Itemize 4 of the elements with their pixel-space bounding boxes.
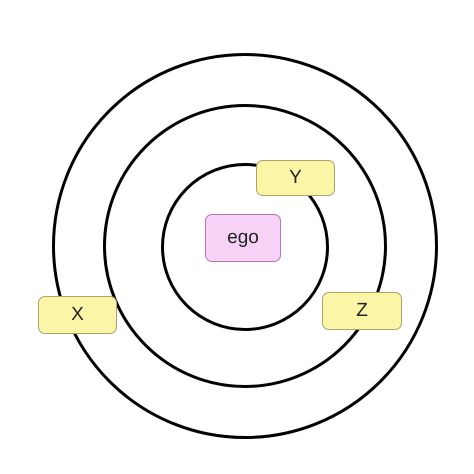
label-tag: ego xyxy=(205,214,281,262)
label-tag: X xyxy=(38,296,117,334)
label-tag: Y xyxy=(256,160,335,196)
label-tag: Z xyxy=(322,292,402,330)
